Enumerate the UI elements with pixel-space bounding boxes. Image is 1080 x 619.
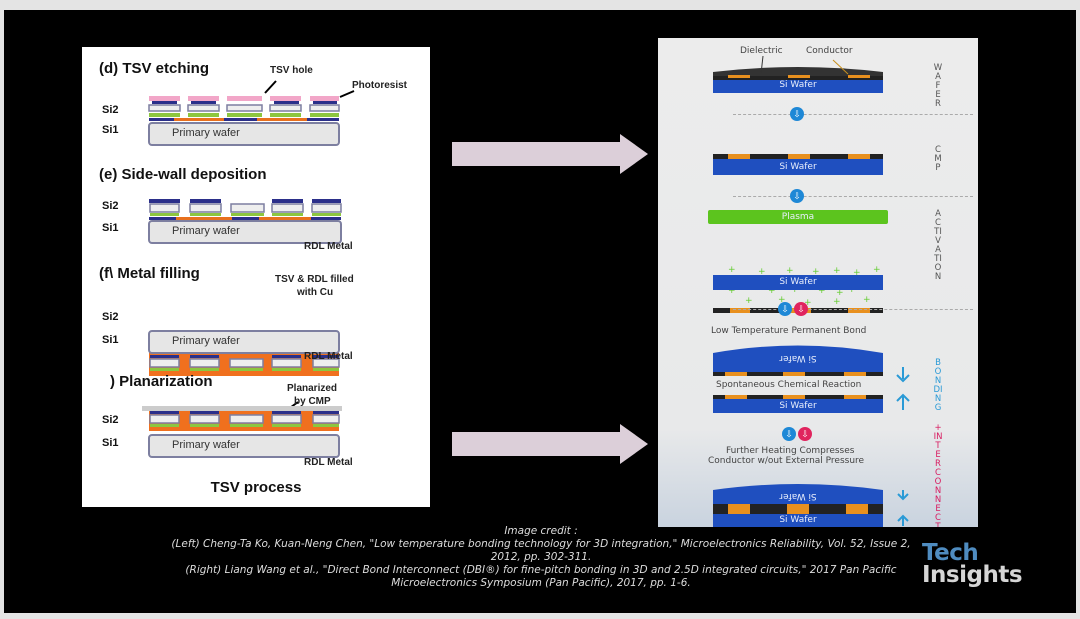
diagram-interconnect bbox=[713, 484, 909, 526]
diagram-bonding bbox=[713, 345, 910, 410]
si2-label: Si2 bbox=[102, 104, 119, 116]
step-d-title: (d) TSV etching bbox=[99, 60, 209, 77]
stage-label-wafer: WAFER bbox=[933, 63, 943, 109]
svg-text:+: + bbox=[853, 268, 861, 278]
svg-text:+: + bbox=[728, 286, 736, 296]
primary-wafer: Primary wafer bbox=[148, 330, 340, 354]
logo-tech: Tech bbox=[922, 540, 979, 566]
rdl-metal-label: RDL Metal bbox=[304, 241, 353, 252]
diagram-wafer bbox=[713, 55, 883, 80]
diagram-cmp bbox=[713, 154, 883, 159]
spontaneous-reaction-label: Spontaneous Chemical Reaction bbox=[716, 380, 862, 390]
heat-arrow-icon: ⇩ bbox=[794, 302, 808, 316]
si1-label: Si1 bbox=[102, 222, 119, 234]
with-cu-label: with Cu bbox=[297, 287, 334, 298]
primary-wafer: Primary wafer bbox=[148, 220, 342, 244]
si2-label: Si2 bbox=[102, 414, 119, 426]
si1-label: Si1 bbox=[102, 124, 119, 136]
svg-text:+: + bbox=[818, 286, 826, 296]
primary-wafer: Primary wafer bbox=[148, 122, 340, 146]
svg-text:+: + bbox=[786, 266, 794, 276]
figure-caption: TSV process bbox=[210, 479, 302, 496]
si2-label: Si2 bbox=[102, 311, 119, 323]
down-arrow-icon: ⇩ bbox=[790, 189, 804, 203]
stage-divider bbox=[733, 196, 973, 197]
planarized-label: Planarized bbox=[287, 383, 338, 394]
down-arrow-icon: ⇩ bbox=[790, 107, 804, 121]
si-wafer: Si Wafer bbox=[713, 159, 883, 175]
si-wafer: Si Wafer bbox=[713, 399, 883, 413]
by-cmp-label: by CMP bbox=[294, 396, 331, 407]
photoresist-label: Photoresist bbox=[352, 80, 408, 91]
si1-label: Si1 bbox=[102, 437, 119, 449]
dielectric-label: Dielectric bbox=[740, 46, 783, 56]
tsv-process-figure: (d) TSV etching TSV hole Photoresist bbox=[82, 47, 430, 507]
tsv-hole-label: TSV hole bbox=[270, 65, 313, 76]
step-e-title: (e) Side-wall deposition bbox=[99, 166, 267, 183]
primary-wafer-label: Primary wafer bbox=[172, 127, 240, 139]
techinsights-logo: Tech Insights bbox=[922, 540, 1023, 588]
right-arrow-icon bbox=[452, 134, 648, 174]
svg-text:+: + bbox=[745, 296, 753, 306]
svg-text:+: + bbox=[804, 298, 812, 308]
rdl-metal-label: RDL Metal bbox=[304, 351, 353, 362]
svg-text:+: + bbox=[812, 267, 820, 277]
svg-text:+: + bbox=[791, 285, 799, 295]
credit-heading: Image credit : bbox=[504, 525, 578, 537]
stage-label-bonding: BONDING bbox=[933, 358, 943, 413]
credit-right: (Right) Liang Wang et al., "Direct Bond … bbox=[185, 564, 897, 589]
diagram-tsv-etching bbox=[148, 80, 355, 121]
svg-text:+: + bbox=[873, 265, 881, 275]
svg-text:+: + bbox=[728, 265, 736, 275]
rdl-metal-label: RDL Metal bbox=[304, 457, 353, 468]
stage-divider bbox=[733, 114, 973, 115]
si-wafer: Si Wafer bbox=[713, 80, 883, 93]
svg-text:+: + bbox=[758, 267, 766, 277]
si-wafer-flipped: Si Wafer bbox=[779, 491, 817, 501]
heating-label-line1: Further Heating Compresses bbox=[726, 446, 855, 456]
primary-wafer-label: Primary wafer bbox=[172, 335, 240, 347]
stage-label-interconnect: INTERCONNECT bbox=[933, 432, 943, 528]
svg-text:+: + bbox=[833, 297, 841, 307]
svg-text:+: + bbox=[836, 288, 844, 298]
stage-label-cmp: CMP bbox=[934, 145, 942, 173]
plasma-bar: Plasma bbox=[708, 210, 888, 224]
heating-label-line2: Conductor w/out External Pressure bbox=[708, 456, 865, 466]
tsv-rdl-filled-label: TSV & RDL filled bbox=[275, 274, 354, 285]
primary-wafer-label: Primary wafer bbox=[172, 225, 240, 237]
stage-label-plus: + bbox=[934, 423, 942, 433]
low-temp-bond-label: Low Temperature Permanent Bond bbox=[711, 326, 867, 336]
right-arrow-icon bbox=[452, 424, 648, 464]
si-wafer: Si Wafer bbox=[713, 514, 883, 527]
svg-text:+: + bbox=[863, 295, 871, 305]
down-arrow-icon: ⇩ bbox=[782, 427, 796, 441]
primary-wafer: Primary wafer bbox=[148, 434, 340, 458]
dbi-process-figure: +++++++ ++++++ +++++++ +++++ Dielectric … bbox=[658, 38, 978, 527]
logo-insights: Insights bbox=[922, 562, 1023, 588]
credit-left: (Left) Cheng-Ta Ko, Kuan-Neng Chen, "Low… bbox=[171, 538, 911, 563]
down-arrow-icon: ⇩ bbox=[778, 302, 792, 316]
primary-wafer-label: Primary wafer bbox=[172, 439, 240, 451]
svg-text:+: + bbox=[768, 286, 776, 296]
step-g-title: ) Planarization bbox=[110, 373, 213, 390]
conductor-label: Conductor bbox=[806, 46, 853, 56]
si-wafer: Si Wafer bbox=[713, 275, 883, 290]
heat-arrow-icon: ⇩ bbox=[798, 427, 812, 441]
stage-divider bbox=[733, 309, 973, 310]
si-wafer-flipped: Si Wafer bbox=[779, 353, 817, 363]
svg-text:+: + bbox=[778, 295, 786, 305]
step-f-title: (f\ Metal filling bbox=[99, 265, 200, 282]
svg-text:+: + bbox=[848, 285, 856, 295]
svg-text:+: + bbox=[833, 266, 841, 276]
si2-label: Si2 bbox=[102, 200, 119, 212]
stage-label-activation: ACTIVATION bbox=[934, 209, 942, 282]
image-credit: Image credit : (Left) Cheng-Ta Ko, Kuan-… bbox=[160, 525, 922, 590]
diagram-planarization bbox=[142, 401, 342, 458]
si1-label: Si1 bbox=[102, 334, 119, 346]
